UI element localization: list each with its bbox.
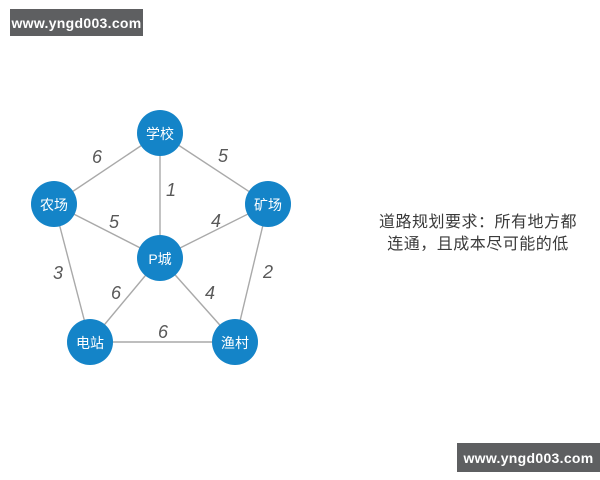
node-label-p-city: P城 (148, 251, 171, 267)
node-label-power-station: 电站 (76, 335, 104, 351)
edge-weight-p-city-power-station: 6 (111, 283, 122, 303)
edge-weight-power-station-fishing-village: 6 (158, 322, 169, 342)
edge-weight-school-p-city: 1 (166, 180, 176, 200)
node-label-mine: 矿场 (254, 197, 282, 213)
requirement-text: 道路规划要求：所有地方都 连通，且成本尽可能的低 (372, 212, 584, 256)
node-mine (245, 181, 291, 227)
edge-farm-power-station (53, 203, 91, 343)
edge-weight-p-city-fishing-village: 4 (205, 283, 215, 303)
watermark-bottom-right: www.yngd003.com (457, 443, 600, 472)
node-fishing-village (212, 319, 258, 365)
node-label-fishing-village: 渔村 (221, 335, 249, 351)
node-label-farm: 农场 (40, 197, 68, 213)
requirement-line-1: 道路规划要求：所有地方都 (378, 214, 577, 231)
edge-mine-fishing-village (234, 203, 269, 343)
watermark-top-left: www.yngd003.com (10, 9, 143, 36)
node-p-city (137, 235, 183, 281)
node-power-station (67, 319, 113, 365)
edge-weight-school-mine: 5 (218, 146, 229, 166)
watermark-bottom-right-text: www.yngd003.com (463, 449, 594, 466)
edge-weight-mine-fishing-village: 2 (262, 262, 273, 282)
watermark-top-left-text: www.yngd003.com (11, 14, 142, 31)
edge-weight-farm-power-station: 3 (53, 263, 63, 283)
edge-weight-farm-p-city: 5 (109, 212, 120, 232)
node-label-school: 学校 (146, 126, 174, 142)
node-school (137, 110, 183, 156)
edge-weight-p-city-mine: 4 (211, 211, 221, 231)
requirement-line-2: 连通，且成本尽可能的低 (387, 236, 569, 253)
edge-weight-school-farm: 6 (92, 147, 103, 167)
node-farm (31, 181, 77, 227)
